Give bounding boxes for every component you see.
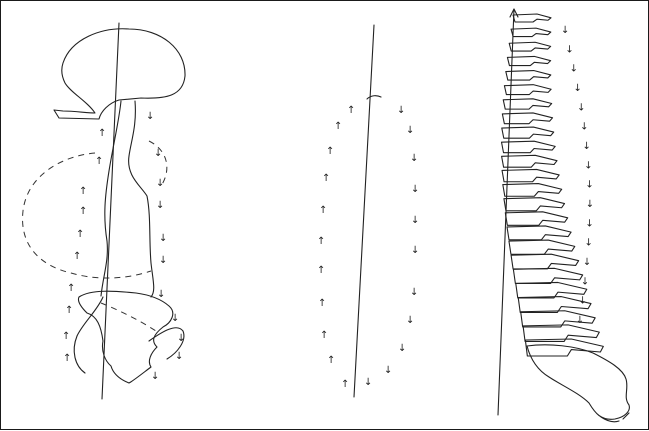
down-arrow: ↓ xyxy=(154,148,162,159)
vertebra-outline xyxy=(513,268,582,283)
down-arrow: ↓ xyxy=(565,44,573,55)
vertebra-outline xyxy=(502,169,559,181)
up-arrow: ↑ xyxy=(73,251,81,262)
up-arrow: ↑ xyxy=(62,331,70,342)
vertebra-outline xyxy=(509,42,550,51)
vertebra-outline xyxy=(513,14,551,22)
down-arrow: ↓ xyxy=(577,102,585,113)
up-arrow: ↑ xyxy=(98,128,106,139)
up-arrow: ↑ xyxy=(79,206,87,217)
top-curved-arrow xyxy=(367,96,381,99)
down-arrow: ↓ xyxy=(410,287,418,298)
down-arrow: ↓ xyxy=(159,233,167,244)
up-arrow: ↑ xyxy=(341,379,349,390)
panel-vertebral-column: ↓ ↓ ↓ ↓ ↓ ↓ ↓ ↓ ↓ ↓ ↓ ↓ ↓ ↓ ↓ ↓ xyxy=(498,9,629,422)
down-arrow: ↓ xyxy=(585,218,593,229)
down-arrow: ↓ xyxy=(177,333,185,344)
vertebra-outline xyxy=(511,254,579,269)
down-arrow: ↓ xyxy=(156,178,164,189)
down-arrow: ↓ xyxy=(570,64,578,75)
down-arrow: ↓ xyxy=(171,313,179,324)
vertebra-outline xyxy=(502,155,557,167)
down-arrow: ↓ xyxy=(384,365,392,376)
center-vertical-line-3 xyxy=(498,9,514,415)
down-arrow: ↓ xyxy=(397,105,405,116)
down-arrow: ↓ xyxy=(579,296,587,307)
vertebra-outline xyxy=(505,212,567,225)
up-arrow: ↑ xyxy=(326,146,334,157)
down-arrow: ↓ xyxy=(574,83,582,94)
up-arrow: ↑ xyxy=(317,265,325,276)
vertebra-outline xyxy=(507,56,550,65)
down-arrow: ↓ xyxy=(406,315,414,326)
down-arrow: ↓ xyxy=(410,153,418,164)
up-arrow: ↑ xyxy=(67,283,75,294)
down-arrow: ↓ xyxy=(146,111,154,122)
panel1-arrows: ↑ ↑ ↑ ↑ ↑ ↑ ↑ ↑ ↑ ↑ ↓ ↓ ↓ ↓ ↓ ↓ ↓ ↓ ↓ ↓ … xyxy=(62,111,185,382)
torso-back-line xyxy=(129,101,154,297)
vertebra-outline xyxy=(502,141,556,153)
up-arrow: ↑ xyxy=(76,229,84,240)
panel-head-torso: ↑ ↑ ↑ ↑ ↑ ↑ ↑ ↑ ↑ ↑ ↓ ↓ ↓ ↓ ↓ ↓ ↓ ↓ ↓ ↓ … xyxy=(23,23,186,399)
up-arrow: ↑ xyxy=(319,205,327,216)
down-arrow: ↓ xyxy=(151,371,159,382)
up-arrow: ↑ xyxy=(318,298,326,309)
panel2-arrows: ↑ ↑ ↑ ↑ ↑ ↑ ↑ ↑ ↑ ↑ ↑ ↓ ↓ ↓ ↓ ↓ ↓ ↓ ↓ ↓ … xyxy=(317,105,419,390)
vertebra-outline xyxy=(509,240,575,254)
up-arrow: ↑ xyxy=(327,355,335,366)
up-arrow: ↑ xyxy=(347,105,355,116)
down-arrow: ↓ xyxy=(406,125,414,136)
vertebra-outline xyxy=(504,198,565,211)
down-arrow: ↓ xyxy=(581,276,589,287)
vertebra-outline xyxy=(506,71,551,81)
down-arrow: ↓ xyxy=(586,199,594,210)
head-outline xyxy=(54,29,185,119)
down-arrow: ↓ xyxy=(156,200,164,211)
down-arrow: ↓ xyxy=(585,238,593,249)
center-vertical-line-2 xyxy=(354,25,374,397)
down-arrow: ↓ xyxy=(584,160,592,171)
down-arrow: ↓ xyxy=(157,289,165,300)
down-arrow: ↓ xyxy=(411,184,419,195)
down-arrow: ↓ xyxy=(175,351,183,362)
down-arrow: ↓ xyxy=(561,25,569,36)
up-arrow: ↑ xyxy=(63,353,71,364)
down-arrow: ↓ xyxy=(583,141,591,152)
down-arrow: ↓ xyxy=(585,180,593,191)
down-arrow: ↓ xyxy=(398,343,406,354)
down-arrow: ↓ xyxy=(580,122,588,133)
down-arrow: ↓ xyxy=(364,377,372,388)
down-arrow: ↓ xyxy=(576,315,584,326)
up-arrow: ↑ xyxy=(320,330,328,341)
panel-oval-loop: ↑ ↑ ↑ ↑ ↑ ↑ ↑ ↑ ↑ ↑ ↑ ↓ ↓ ↓ ↓ ↓ ↓ ↓ ↓ ↓ … xyxy=(317,25,419,397)
panel3-arrows: ↓ ↓ ↓ ↓ ↓ ↓ ↓ ↓ ↓ ↓ ↓ ↓ ↓ ↓ ↓ ↓ xyxy=(561,25,594,326)
vertebra-outline xyxy=(503,184,562,197)
pelvis-inner-line xyxy=(74,297,103,373)
up-arrow: ↑ xyxy=(322,173,330,184)
up-arrow: ↑ xyxy=(65,305,73,316)
up-arrow: ↑ xyxy=(334,121,342,132)
down-arrow: ↓ xyxy=(583,257,591,268)
vertebra-outline xyxy=(516,282,587,297)
pelvis-outline xyxy=(78,291,172,383)
down-arrow: ↓ xyxy=(411,215,419,226)
up-arrow: ↑ xyxy=(317,236,325,247)
vertebra-outline xyxy=(511,28,551,36)
dashed-pelvis-arc xyxy=(101,303,159,333)
up-arrow: ↑ xyxy=(95,156,103,167)
down-arrow: ↓ xyxy=(159,255,167,266)
down-arrow: ↓ xyxy=(411,245,419,256)
up-arrow: ↑ xyxy=(79,186,87,197)
vertebra-outline xyxy=(507,226,571,240)
